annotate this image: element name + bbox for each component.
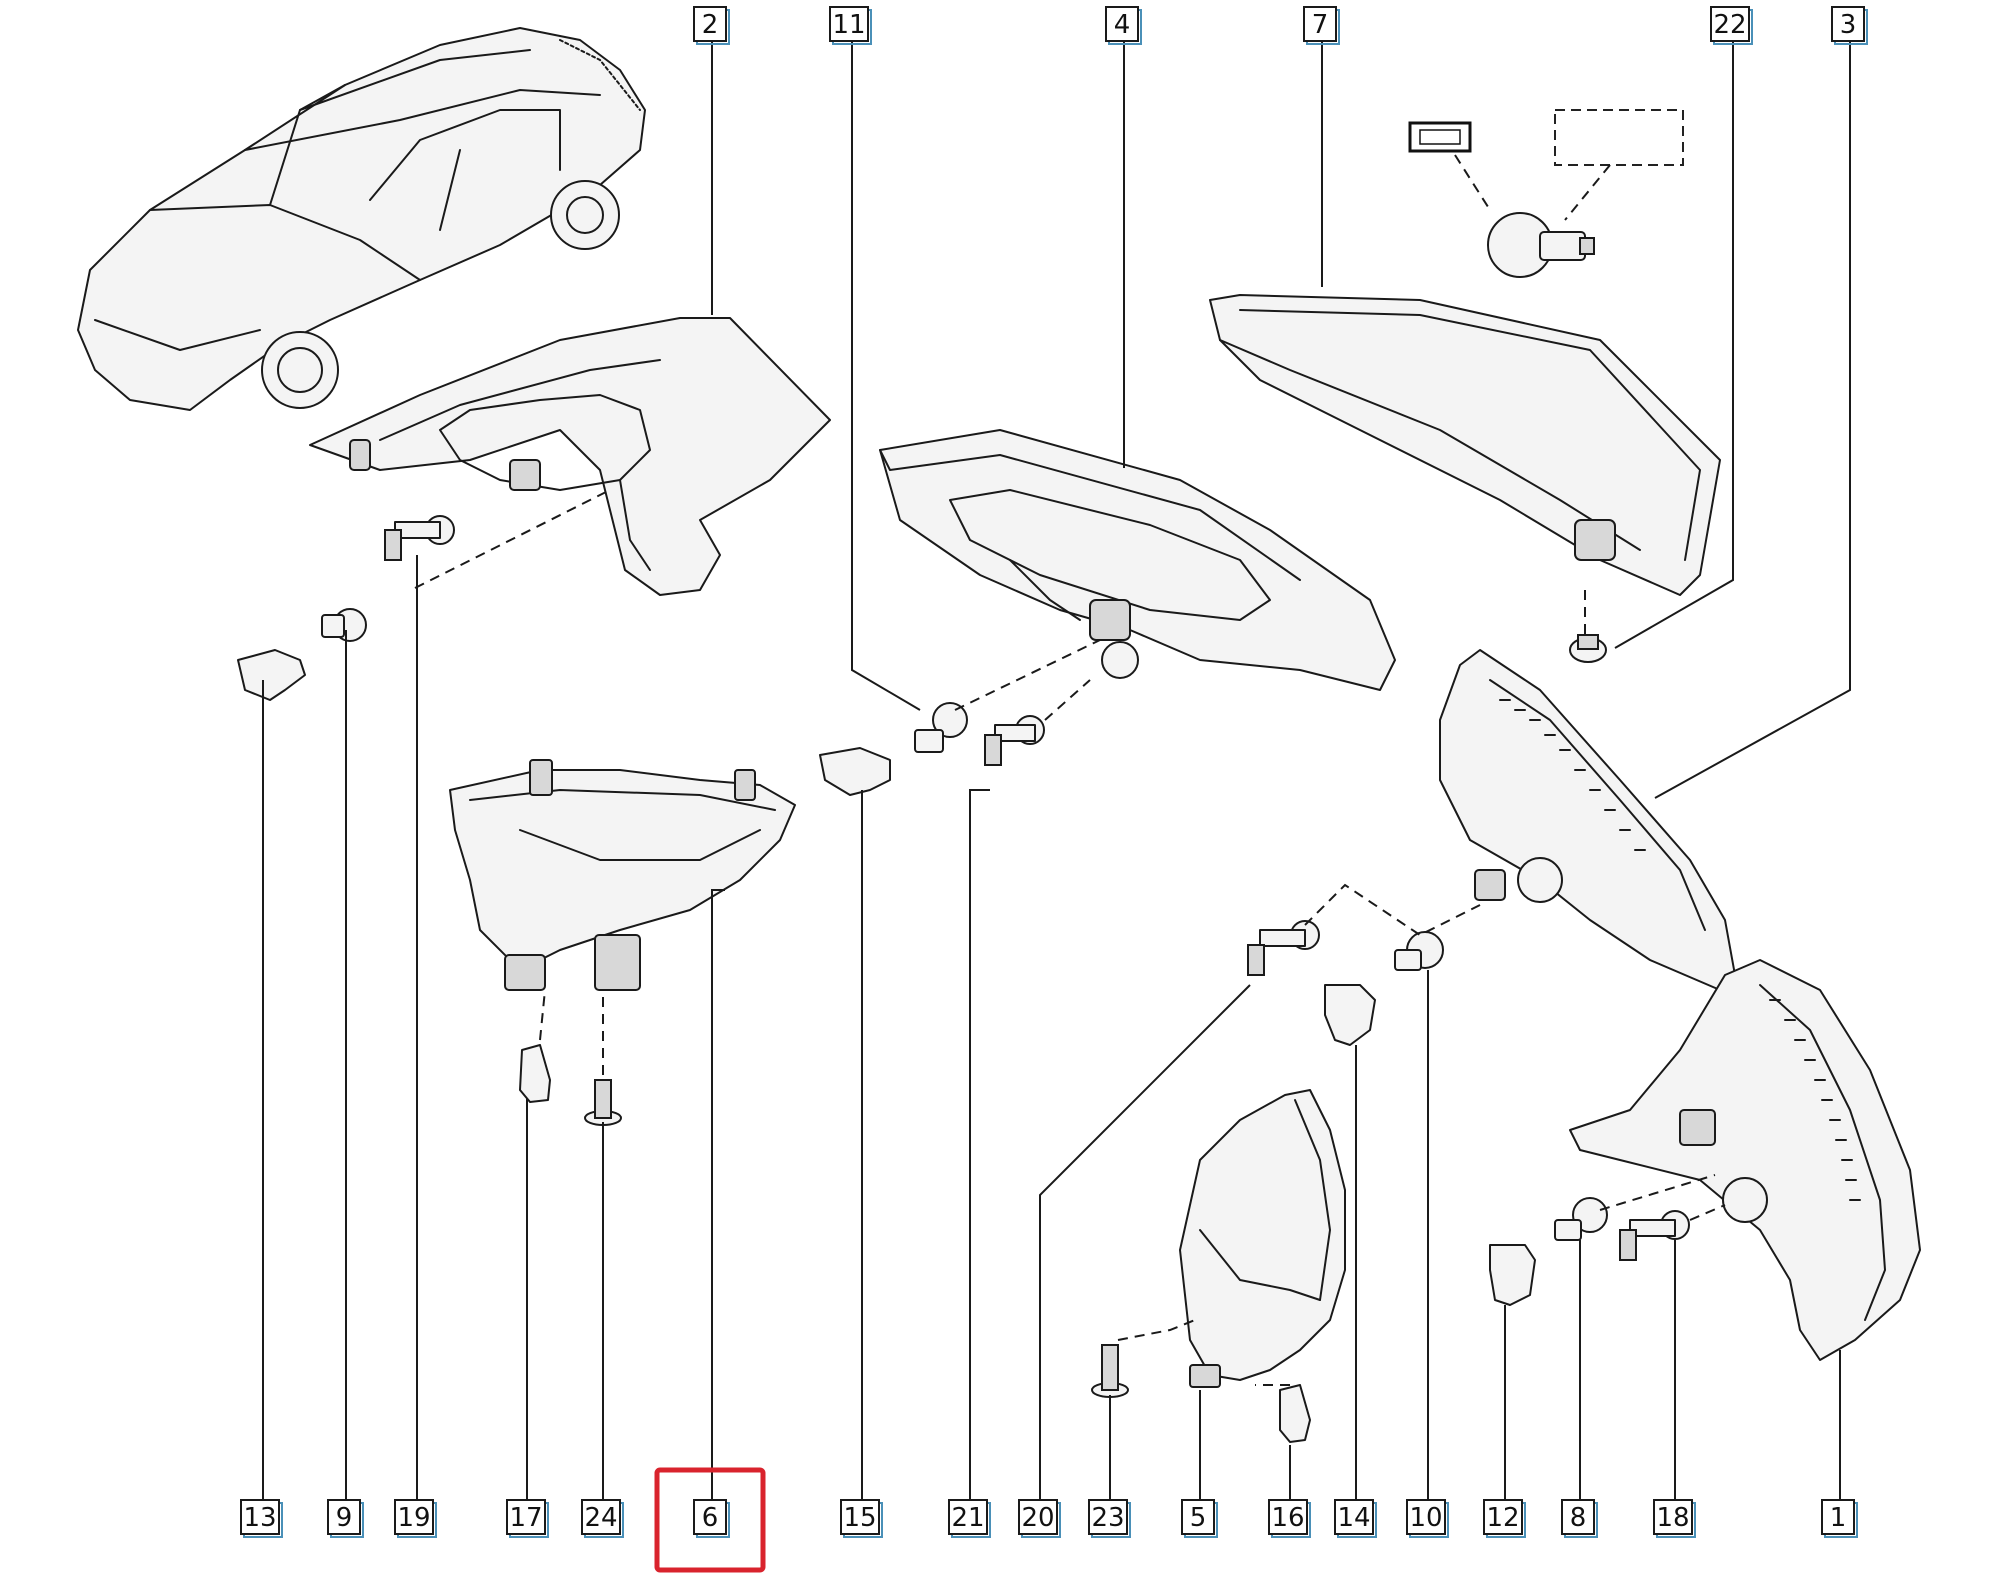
callout-2[interactable]: 2 (693, 6, 730, 45)
part-3-lamp-assembly (1439, 649, 1736, 991)
selected-callout-highlight (654, 1467, 766, 1573)
callout-13[interactable]: 13 (240, 1499, 283, 1538)
screw-23 (1091, 1344, 1129, 1398)
svg-text:10: 10 (1409, 1503, 1442, 1533)
bulb-kit (1408, 109, 1684, 278)
bottom-callouts: 13 9 19 17 24 6 15 (240, 1499, 1858, 1538)
bulb-11 (914, 702, 968, 753)
svg-text:21: 21 (951, 1503, 984, 1533)
svg-text:14: 14 (1337, 1503, 1370, 1533)
small-parts (237, 515, 1690, 1443)
svg-text:5: 5 (1190, 1503, 1207, 1533)
socket-14 (1324, 984, 1376, 1046)
svg-text:20: 20 (1021, 1503, 1054, 1533)
screw-24 (584, 1079, 622, 1126)
part-1-lamp-assembly (1569, 959, 1921, 1361)
screw-18 (1619, 1210, 1690, 1261)
svg-text:2: 2 (702, 10, 719, 40)
callout-20[interactable]: 20 (1018, 1499, 1061, 1538)
part-6-lamp-assembly (449, 759, 796, 991)
socket-13 (237, 649, 306, 701)
svg-text:16: 16 (1271, 1503, 1304, 1533)
socket-15 (819, 747, 891, 796)
part-7-lamp-assembly (1209, 294, 1721, 596)
clip-22 (1569, 634, 1607, 663)
part-4-lamp-assembly (879, 429, 1396, 691)
callout-8[interactable]: 8 (1561, 1499, 1598, 1538)
callout-23[interactable]: 23 (1088, 1499, 1131, 1538)
top-callouts: 2 11 4 7 22 3 (693, 6, 1868, 45)
bulb-16 (1279, 1384, 1311, 1443)
svg-text:4: 4 (1114, 10, 1131, 40)
callout-6[interactable]: 6 (693, 1499, 730, 1538)
callout-12[interactable]: 12 (1483, 1499, 1526, 1538)
svg-text:12: 12 (1486, 1503, 1519, 1533)
svg-text:1: 1 (1830, 1503, 1847, 1533)
callout-5[interactable]: 5 (1181, 1499, 1218, 1538)
callout-10[interactable]: 10 (1406, 1499, 1449, 1538)
svg-text:9: 9 (336, 1503, 353, 1533)
svg-text:15: 15 (843, 1503, 876, 1533)
callout-18[interactable]: 18 (1653, 1499, 1696, 1538)
callout-21[interactable]: 21 (948, 1499, 991, 1538)
svg-text:3: 3 (1840, 10, 1857, 40)
assembly-guides (414, 489, 1726, 1386)
callout-24[interactable]: 24 (581, 1499, 624, 1538)
callout-22[interactable]: 22 (1710, 6, 1753, 45)
callout-15[interactable]: 15 (840, 1499, 883, 1538)
leader-lines (262, 40, 1851, 1505)
screw-21 (984, 715, 1045, 766)
part-5-lamp-assembly (1179, 1089, 1346, 1388)
svg-text:17: 17 (509, 1503, 542, 1533)
svg-text:13: 13 (243, 1503, 276, 1533)
svg-text:18: 18 (1656, 1503, 1689, 1533)
screw-19 (384, 515, 455, 561)
callout-17[interactable]: 17 (506, 1499, 549, 1538)
callout-4[interactable]: 4 (1105, 6, 1142, 45)
callout-11[interactable]: 11 (829, 6, 872, 45)
svg-text:6: 6 (702, 1503, 719, 1533)
callout-1[interactable]: 1 (1821, 1499, 1858, 1538)
screw-20 (1247, 920, 1320, 976)
callout-16[interactable]: 16 (1268, 1499, 1311, 1538)
callout-14[interactable]: 14 (1334, 1499, 1377, 1538)
svg-text:23: 23 (1091, 1503, 1124, 1533)
svg-text:11: 11 (832, 10, 865, 40)
callout-9[interactable]: 9 (327, 1499, 364, 1538)
car-illustration (77, 27, 646, 411)
socket-12 (1489, 1244, 1536, 1306)
svg-text:7: 7 (1312, 10, 1329, 40)
callout-19[interactable]: 19 (394, 1499, 437, 1538)
svg-text:8: 8 (1570, 1503, 1587, 1533)
bulb-8 (1554, 1197, 1608, 1241)
part-2-lamp-assembly (309, 317, 831, 596)
bulb-9 (321, 608, 367, 642)
bulb-10 (1394, 931, 1444, 971)
callout-7[interactable]: 7 (1303, 6, 1340, 45)
svg-text:22: 22 (1713, 10, 1746, 40)
bulb-17 (519, 1044, 551, 1103)
callout-3[interactable]: 3 (1831, 6, 1868, 45)
svg-text:19: 19 (397, 1503, 430, 1533)
svg-text:24: 24 (584, 1503, 617, 1533)
